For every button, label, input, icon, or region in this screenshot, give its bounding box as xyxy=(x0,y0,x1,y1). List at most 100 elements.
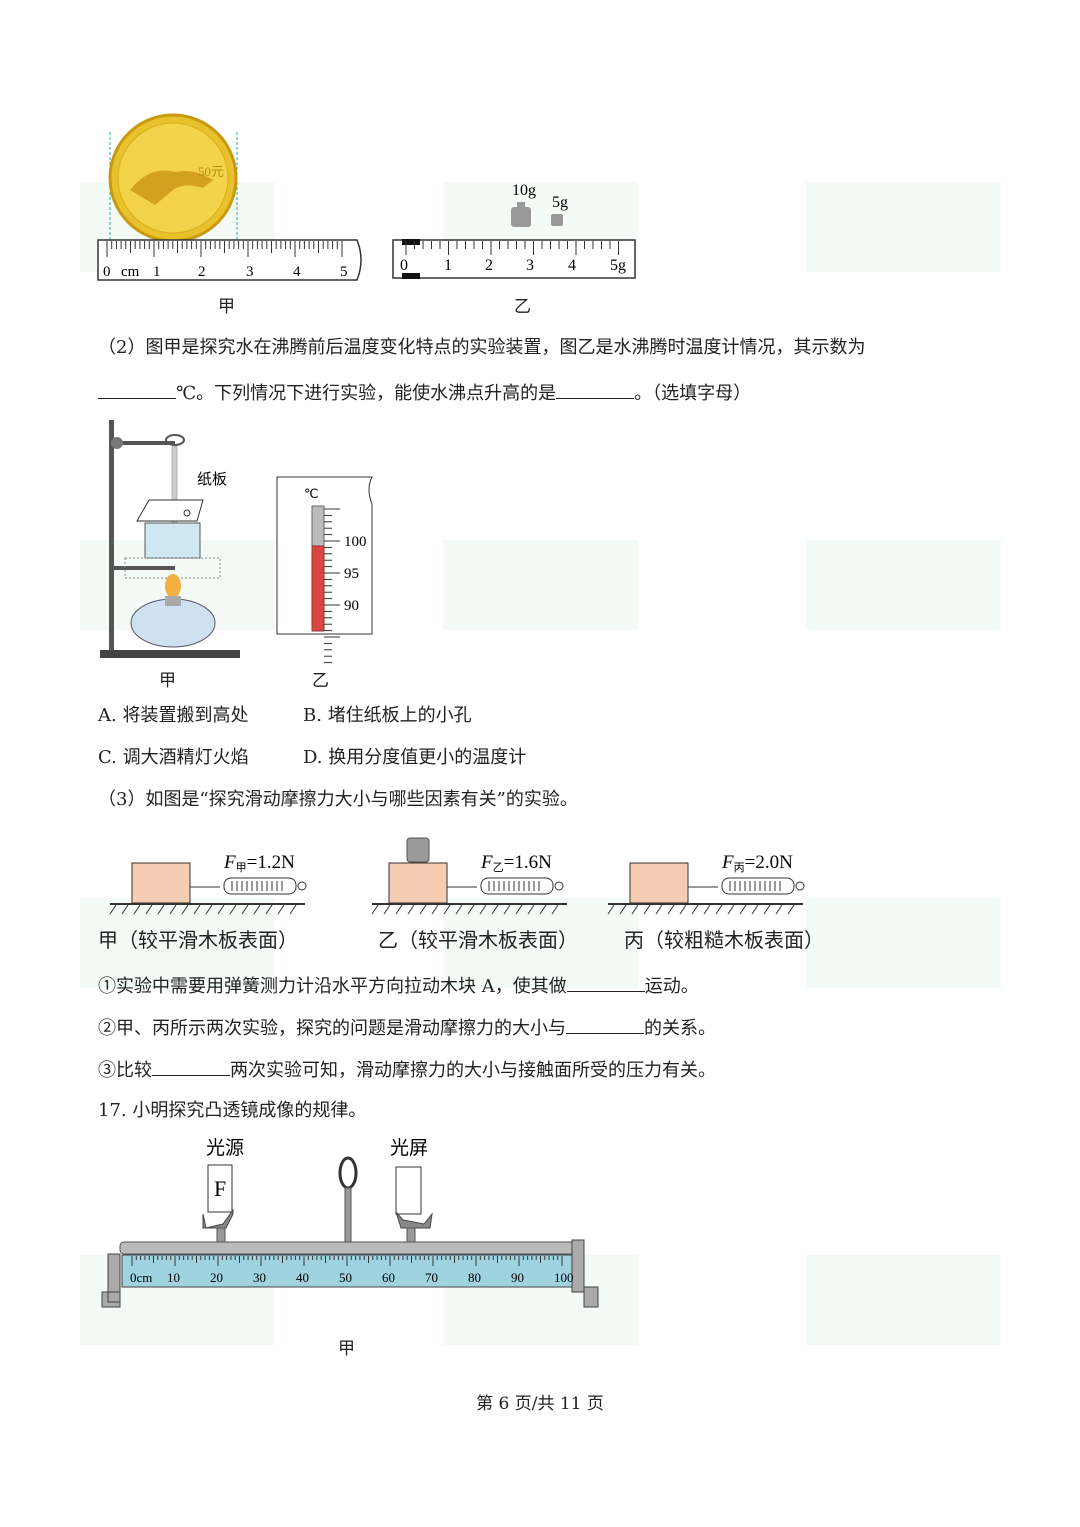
option-letter: C. xyxy=(98,747,117,768)
tick-label: 0 xyxy=(400,257,408,274)
friction-caption-3: 丙（较粗糙木板表面） xyxy=(624,928,824,952)
option-b[interactable]: B. 堵住纸板上的小孔 xyxy=(303,704,472,728)
answer-blank[interactable] xyxy=(152,1057,230,1076)
bench-tick-label: 60 xyxy=(382,1270,395,1285)
text: ℃。下列情况下进行实验，能使水沸点升高的是 xyxy=(176,383,557,404)
option-a[interactable]: A. 将装置搬到高处 xyxy=(98,704,248,728)
tick-label: 5g xyxy=(610,257,626,274)
text: ③比较 xyxy=(98,1060,152,1081)
spring-scale xyxy=(223,877,297,895)
coin-text: 50元 xyxy=(198,164,224,179)
text: ①实验中需要用弹簧测力计沿水平方向拉动木块 A，使其做 xyxy=(98,976,567,997)
friction-caption-2: 乙（较平滑木板表面） xyxy=(378,928,578,952)
watermark xyxy=(806,1255,1001,1345)
option-letter: A. xyxy=(98,705,117,726)
friction-setup-2: F乙=1.6N xyxy=(371,837,567,915)
tick-label: 0 xyxy=(103,264,111,280)
boiling-apparatus-figure: 纸板 xyxy=(100,420,240,658)
bench-tick-label: 40 xyxy=(296,1270,309,1285)
sub-question-1: ①实验中需要用弹簧测力计沿水平方向拉动木块 A，使其做 运动。 xyxy=(98,973,699,999)
weight-label: 10g xyxy=(512,182,536,199)
wooden-block xyxy=(131,862,191,904)
question-3-intro: （3）如图是“探究滑动摩擦力大小与哪些因素有关”的实验。 xyxy=(98,789,578,810)
board-label: 纸板 xyxy=(197,470,227,488)
page-footer: 第 6 页/共 11 页 xyxy=(476,1394,604,1414)
figure-caption: 乙 xyxy=(312,671,329,691)
friction-setup-1: F甲=1.2N xyxy=(109,852,307,915)
tick-label: 3 xyxy=(526,257,534,274)
option-text: 堵住纸板上的小孔 xyxy=(327,705,472,726)
spring-scale xyxy=(721,877,795,895)
question-17-title: 17. 小明探究凸透镜成像的规律。 xyxy=(98,1100,367,1121)
option-text: 换用分度值更小的温度计 xyxy=(328,747,527,768)
weight xyxy=(406,837,430,863)
bench-tick-label: 10 xyxy=(167,1270,180,1285)
figure-caption: 甲 xyxy=(159,671,176,691)
bench-tick-label: 0cm xyxy=(130,1270,152,1285)
tick-label: 2 xyxy=(485,257,493,274)
question-2-line1: （2）图甲是探究水在沸腾前后温度变化特点的实验装置，图乙是水沸腾时温度计情况，其… xyxy=(98,337,866,358)
bench-tick-label: 100 xyxy=(554,1270,574,1285)
optical-bench-figure: 光源 光屏 F 0cm 10 20 30 40 50 60 70 80 90 100 xyxy=(101,1137,599,1308)
sub-question-3: ③比较 两次实验可知，滑动摩擦力的大小与接触面所受的压力有关。 xyxy=(98,1057,716,1083)
light-screen-label: 光屏 xyxy=(390,1137,428,1159)
option-d[interactable]: D. 换用分度值更小的温度计 xyxy=(303,746,526,770)
option-c[interactable]: C. 调大酒精灯火焰 xyxy=(98,746,249,770)
watermark xyxy=(806,540,1001,630)
tick-label: 4 xyxy=(293,264,301,280)
friction-setup-3: F丙=2.0N xyxy=(607,852,805,915)
watermark xyxy=(806,898,1001,988)
friction-caption-1: 甲（较平滑木板表面） xyxy=(98,928,298,952)
bench-tick-label: 80 xyxy=(468,1270,481,1285)
tick-label: 95 xyxy=(344,566,359,582)
option-text: 将装置搬到高处 xyxy=(122,705,249,726)
answer-blank[interactable] xyxy=(566,973,645,992)
weight-10g xyxy=(511,207,531,227)
tick-label: 4 xyxy=(568,257,576,274)
answer-blank[interactable] xyxy=(566,1015,644,1034)
thermometer-figure: ℃ 100 95 90 xyxy=(276,476,373,664)
spring-scale xyxy=(480,877,554,895)
balance-beam-figure: 10g 5g 0 1 2 3 4 5g xyxy=(392,182,636,279)
option-letter: B. xyxy=(303,705,322,726)
figure-caption: 乙 xyxy=(514,297,531,317)
bench-tick-label: 50 xyxy=(339,1270,352,1285)
watermark xyxy=(443,540,638,630)
force-label: F丙=2.0N xyxy=(721,852,793,874)
answer-blank[interactable] xyxy=(98,380,176,399)
tick-label: 90 xyxy=(344,598,359,614)
bench-tick-label: 70 xyxy=(425,1270,438,1285)
text: 运动。 xyxy=(644,976,699,997)
option-letter: D. xyxy=(303,747,323,768)
text: 。（选填字母） xyxy=(634,383,752,404)
bench-tick-label: 90 xyxy=(511,1270,524,1285)
tick-label: 5 xyxy=(340,264,348,280)
bench-tick-label: 20 xyxy=(210,1270,223,1285)
question-2-line2: ℃。下列情况下进行实验，能使水沸点升高的是 。（选填字母） xyxy=(98,380,751,406)
coin-ruler-figure: 50元 0 cm 1 2 3 4 5 xyxy=(97,113,362,281)
force-label: F乙=1.6N xyxy=(480,852,552,874)
text: 两次实验可知，滑动摩擦力的大小与接触面所受的压力有关。 xyxy=(230,1060,716,1081)
unit-label: cm xyxy=(121,264,140,280)
answer-blank[interactable] xyxy=(556,380,635,399)
wooden-block xyxy=(388,862,448,904)
figure-caption: 甲 xyxy=(218,297,235,317)
tick-label: 1 xyxy=(153,264,161,280)
text: 的关系。 xyxy=(644,1018,716,1039)
tick-label: 1 xyxy=(444,257,452,274)
weight-5g xyxy=(551,214,563,226)
light-source-label: 光源 xyxy=(206,1137,244,1159)
tick-label: 100 xyxy=(344,534,367,550)
tick-label: 3 xyxy=(246,264,254,280)
watermark xyxy=(806,182,1001,272)
source-letter: F xyxy=(214,1176,226,1201)
text: ②甲、丙所示两次实验，探究的问题是滑动摩擦力的大小与 xyxy=(98,1018,566,1039)
mercury-column xyxy=(311,545,325,632)
force-label: F甲=1.2N xyxy=(223,852,295,874)
figure-caption: 甲 xyxy=(338,1339,355,1359)
bench-tick-label: 30 xyxy=(253,1270,266,1285)
tick-label: 2 xyxy=(198,264,206,280)
unit-label: ℃ xyxy=(304,486,319,501)
weight-label: 5g xyxy=(552,194,568,211)
sub-question-2: ②甲、丙所示两次实验，探究的问题是滑动摩擦力的大小与 的关系。 xyxy=(98,1015,716,1041)
